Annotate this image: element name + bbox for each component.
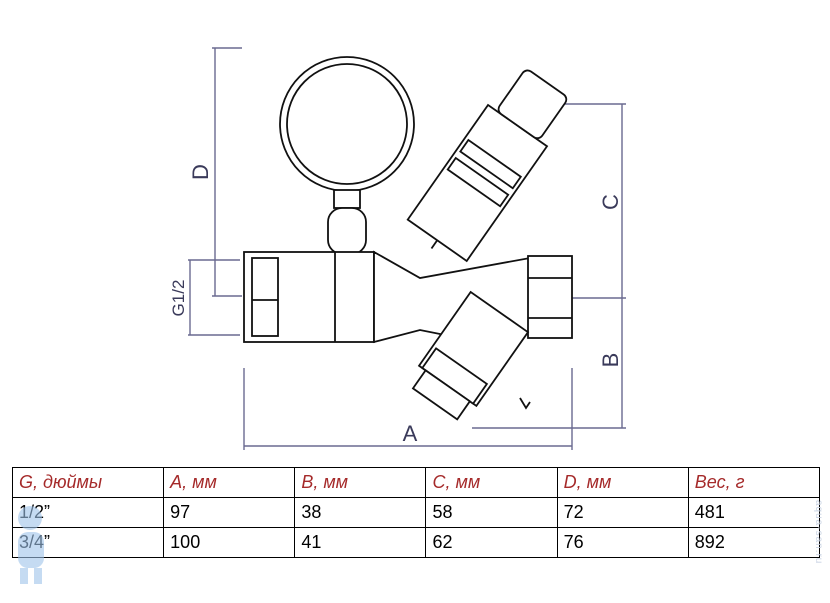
table-cell: 41: [294, 527, 427, 558]
table-cell: 62: [425, 527, 558, 558]
dimension-label-c: C: [598, 194, 623, 210]
table-header-cell: C, мм: [425, 467, 558, 498]
table-cell: 38: [294, 497, 427, 528]
watermark-text: aqua-san.ru: [813, 500, 824, 565]
table-cell: 100: [163, 527, 296, 558]
table-cell: 72: [556, 497, 689, 528]
table-cell: 481: [687, 497, 821, 528]
table-row: 1/2” 97 38 58 72 481: [11, 497, 821, 528]
mascot-logo: [18, 506, 44, 584]
table-header-cell: Вес, г: [687, 467, 821, 498]
dimension-lines: [188, 47, 626, 450]
dimension-label-b: B: [598, 353, 623, 368]
spec-table: G, дюймы A, мм B, мм C, мм D, мм Вес, г …: [11, 467, 821, 558]
table-header-cell: D, мм: [556, 467, 689, 498]
table-cell: 892: [687, 527, 821, 558]
table-header-cell: B, мм: [294, 467, 427, 498]
table-row: 3/4” 100 41 62 76 892: [11, 527, 821, 558]
table-cell: 76: [556, 527, 689, 558]
table-cell: 58: [425, 497, 558, 528]
valve-drawing: D G1/2 C B A: [169, 47, 626, 450]
table-header-cell: A, мм: [163, 467, 296, 498]
dimension-label-d: D: [188, 164, 213, 180]
table-header-row: G, дюймы A, мм B, мм C, мм D, мм Вес, г: [11, 467, 821, 498]
table-cell: 97: [163, 497, 296, 528]
valve-body: [243, 56, 573, 421]
dimension-label-g: G1/2: [169, 280, 188, 317]
table-header-cell: G, дюймы: [11, 467, 165, 498]
dimension-label-a: A: [403, 421, 418, 446]
